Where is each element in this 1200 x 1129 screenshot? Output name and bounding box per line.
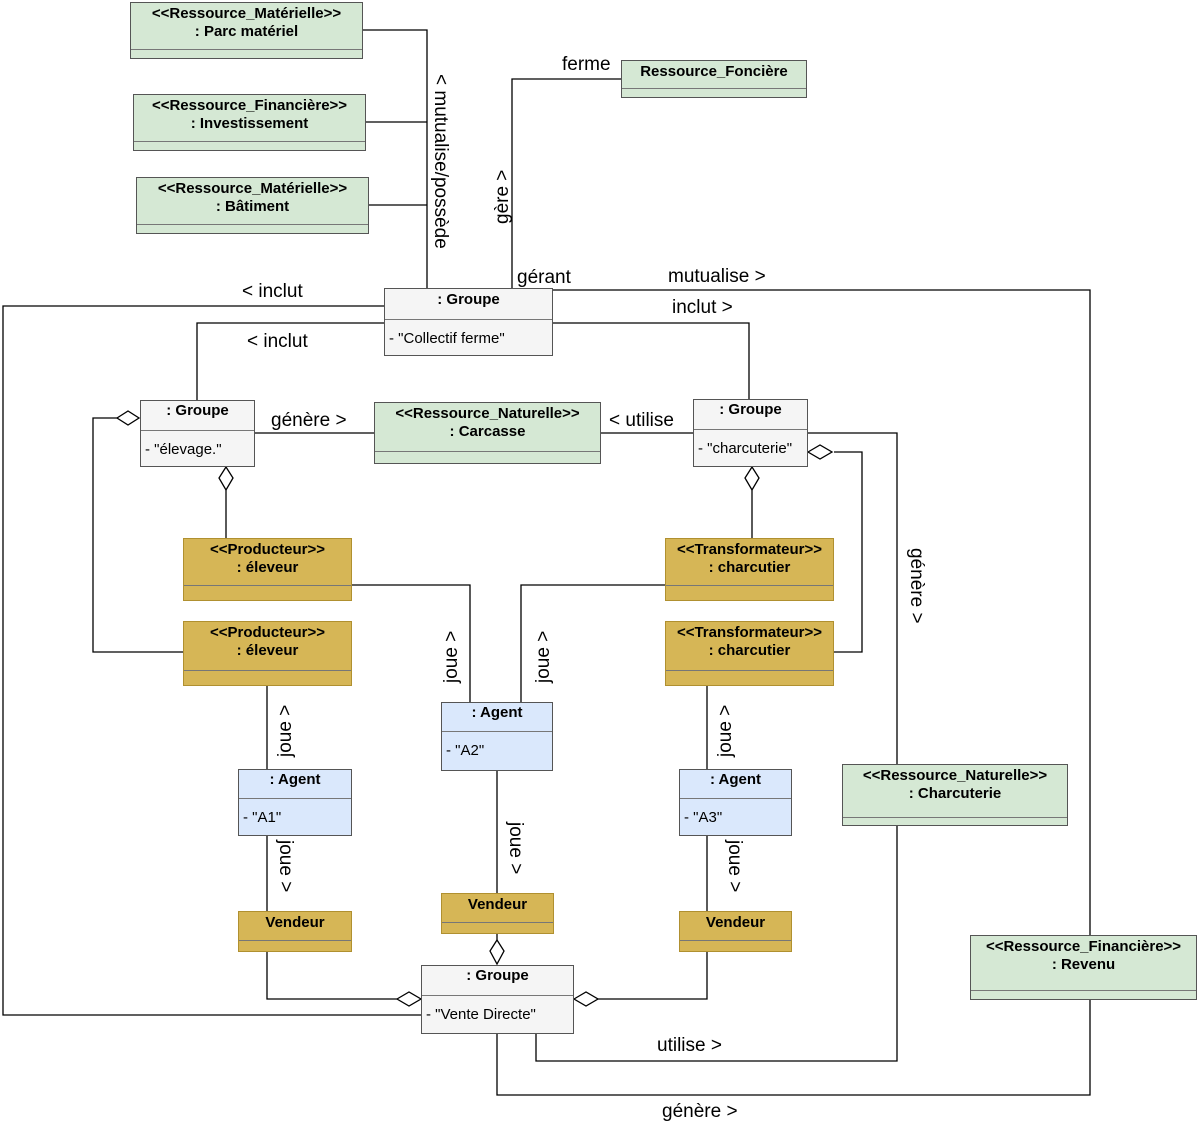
box-title: : Agent [709, 771, 762, 788]
groupe-collectif-box[interactable]: : Groupe - "Collectif ferme" [384, 288, 553, 356]
label-joue-4: joue > [715, 704, 736, 757]
link-genere-charcuterie [808, 432, 898, 764]
box-attribute: - "A2" [446, 742, 485, 759]
box-title: : Groupe [719, 401, 782, 418]
diamond-elevage-left [115, 410, 141, 426]
link-prod1-a2 [352, 584, 471, 702]
label-joue-5: joue > [275, 840, 296, 893]
box-title: Vendeur [705, 914, 766, 931]
label-joue-1: joue > [441, 630, 462, 683]
diamond-vente-right [572, 991, 600, 1007]
diamond-vente-top [489, 938, 505, 966]
box-title: <<Transformateur>> : charcutier [676, 541, 823, 576]
diamond-charc-right [806, 444, 834, 460]
link-inclut-elevage [196, 322, 384, 400]
charcuterie-ressource-box[interactable]: <<Ressource_Naturelle>> : Charcuterie [842, 764, 1068, 826]
groupe-elevage-box[interactable]: : Groupe - "élevage." [140, 400, 255, 467]
box-title: Ressource_Foncière [640, 63, 788, 80]
vendeur-box-2[interactable]: Vendeur [441, 893, 554, 934]
label-utilise-carcasse: < utilise [609, 410, 674, 431]
link-inclut-outer [2, 305, 421, 1016]
box-title: <<Ressource_Matérielle>> : Parc matériel [151, 5, 342, 40]
box-title: : Groupe [437, 291, 500, 308]
parc-materiel-box[interactable]: <<Ressource_Matérielle>> : Parc matériel [130, 2, 363, 59]
box-attribute: - "A3" [684, 809, 723, 826]
label-utilise-bottom: utilise > [657, 1035, 722, 1056]
box-title: <<Producteur>> : éleveur [209, 541, 326, 576]
label-joue-6: joue > [505, 822, 526, 875]
box-attribute: - "Vente Directe" [426, 1006, 536, 1023]
box-attribute: - "Collectif ferme" [389, 330, 505, 347]
link-genere-bottom [496, 1000, 1091, 1096]
box-title: : Groupe [466, 967, 529, 984]
label-genere-right: génère > [906, 548, 927, 624]
label-mutualise-possede: < mutualise/possède [430, 74, 451, 249]
link-inclut-charcuterie [553, 322, 750, 400]
label-genere-carcasse: génère > [271, 410, 347, 431]
transformateur-charcutier-box-1[interactable]: <<Transformateur>> : charcutier [665, 538, 834, 601]
box-title: <<Transformateur>> : charcutier [676, 624, 823, 659]
box-title: <<Ressource_Naturelle>> : Carcasse [395, 405, 580, 440]
link-vendeur3-vente [598, 952, 708, 1000]
label-joue-2: joue > [533, 630, 554, 683]
label-mutualise: mutualise > [668, 266, 766, 287]
investissement-box[interactable]: <<Ressource_Financière>> : Investissemen… [133, 94, 366, 151]
agent-a1-box[interactable]: : Agent - "A1" [238, 769, 352, 836]
box-title: Vendeur [467, 896, 528, 913]
producteur-eleveur-box-2[interactable]: <<Producteur>> : éleveur [183, 621, 352, 686]
link-parc [363, 29, 428, 288]
groupe-vente-directe-box[interactable]: : Groupe - "Vente Directe" [421, 965, 574, 1034]
vendeur-box-1[interactable]: Vendeur [238, 911, 352, 952]
carcasse-box[interactable]: <<Ressource_Naturelle>> : Carcasse [374, 402, 601, 464]
box-title: <<Producteur>> : éleveur [209, 624, 326, 659]
label-ferme: ferme [562, 54, 611, 75]
diamond-charc-bottom [744, 465, 760, 492]
label-joue-3: joue > [275, 704, 296, 757]
box-title: : Agent [269, 771, 321, 788]
link-charc-trans2 [834, 451, 863, 653]
diamond-vente-left [395, 991, 423, 1007]
box-title: : Groupe [166, 402, 229, 419]
label-joue-7: joue > [724, 840, 745, 893]
diamond-elevage-bottom [218, 465, 234, 492]
batiment-box[interactable]: <<Ressource_Matérielle>> : Bâtiment [136, 177, 369, 234]
agent-a2-box[interactable]: : Agent - "A2" [441, 702, 553, 771]
label-gerant: gérant [517, 267, 571, 288]
link-elevage-prod2 [92, 417, 183, 653]
agent-a3-box[interactable]: : Agent - "A3" [679, 769, 792, 836]
vendeur-box-3[interactable]: Vendeur [679, 911, 792, 952]
producteur-eleveur-box-1[interactable]: <<Producteur>> : éleveur [183, 538, 352, 601]
box-title: : Agent [471, 704, 523, 721]
groupe-charcuterie-box[interactable]: : Groupe - "charcuterie" [693, 399, 808, 467]
link-vendeur1-vente [266, 952, 397, 1000]
link-fonciere [511, 78, 621, 288]
label-inclut-left: < inclut [247, 331, 308, 352]
box-title: <<Ressource_Matérielle>> : Bâtiment [157, 180, 348, 215]
label-inclut-top: < inclut [242, 281, 303, 302]
link-mutualise [553, 289, 1091, 935]
label-gere: gère > [492, 169, 513, 224]
link-trans1-a2 [520, 584, 665, 702]
box-attribute: - "charcuterie" [698, 440, 793, 457]
revenu-box[interactable]: <<Ressource_Financière>> : Revenu [970, 935, 1197, 1000]
box-title: <<Ressource_Financière>> : Investissemen… [151, 97, 348, 132]
box-title: Vendeur [265, 914, 325, 931]
label-genere-bottom: génère > [662, 1101, 738, 1122]
box-title: <<Ressource_Financière>> : Revenu [985, 938, 1182, 973]
fonciere-box[interactable]: Ressource_Foncière [621, 60, 807, 98]
box-title: <<Ressource_Naturelle>> : Charcuterie [862, 767, 1048, 802]
transformateur-charcutier-box-2[interactable]: <<Transformateur>> : charcutier [665, 621, 834, 686]
label-inclut-right: inclut > [672, 297, 733, 318]
box-attribute: - "A1" [243, 809, 282, 826]
link-utilise-bottom [535, 826, 898, 1062]
box-attribute: - "élevage." [145, 441, 222, 458]
